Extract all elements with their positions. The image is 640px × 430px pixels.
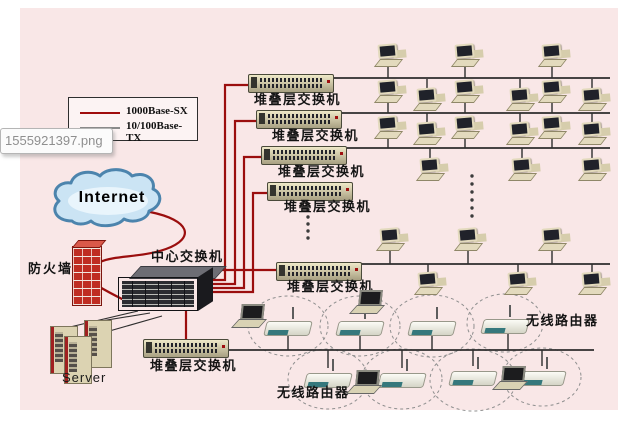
workstation-icon xyxy=(416,158,444,182)
stack-switch-label: 堆叠层交换机 xyxy=(272,128,360,143)
legend-item-1000base-sx: 1000Base-SX xyxy=(126,105,188,117)
stack-switch-icon xyxy=(248,74,334,93)
workstation-icon xyxy=(578,272,606,296)
stack-switch-label: 堆叠层交换机 xyxy=(150,358,238,373)
legend-red-line-sample xyxy=(80,112,120,114)
workstation-icon xyxy=(451,80,479,104)
workstation-icon xyxy=(578,122,606,146)
wireless-router-icon xyxy=(305,359,351,388)
workstation-icon xyxy=(414,272,442,296)
workstation-icon xyxy=(413,122,441,146)
workstation-icon xyxy=(454,228,482,252)
firewall-icon xyxy=(72,246,102,306)
wireless-router-icon xyxy=(450,357,496,386)
stack-switch-label: 堆叠层交换机 xyxy=(254,92,342,107)
stack-switch-icon xyxy=(276,262,362,281)
internet-cloud xyxy=(44,163,176,237)
filename-tooltip: 1555921397.png xyxy=(0,128,113,154)
wireless-router-icon xyxy=(519,357,565,386)
wireless-router-label: 无线路由器 xyxy=(526,313,599,328)
laptop-icon xyxy=(349,370,383,394)
workstation-icon xyxy=(374,80,402,104)
workstation-icon xyxy=(374,116,402,140)
workstation-icon xyxy=(504,272,532,296)
server-label: Server xyxy=(62,370,107,385)
workstation-icon xyxy=(506,88,534,112)
wireless-router-icon xyxy=(337,307,383,336)
core-switch-icon xyxy=(118,266,227,312)
stack-switch-icon xyxy=(267,182,353,201)
laptop-icon xyxy=(234,304,268,328)
workstation-icon xyxy=(538,44,566,68)
wireless-router-icon xyxy=(409,307,455,336)
workstation-icon xyxy=(538,80,566,104)
core-switch-label: 中心交换机 xyxy=(151,249,224,264)
stack-switch-label: 堆叠层交换机 xyxy=(278,164,366,179)
workstation-icon xyxy=(374,44,402,68)
workstation-icon xyxy=(508,158,536,182)
stack-switch-icon xyxy=(261,146,347,165)
wireless-router-icon xyxy=(379,359,425,388)
workstation-icon xyxy=(578,88,606,112)
server-icon xyxy=(64,336,92,384)
wireless-router-icon xyxy=(265,307,311,336)
laptop-icon xyxy=(352,290,386,314)
stack-switch-icon xyxy=(256,110,342,129)
workstation-icon xyxy=(578,158,606,182)
legend: 1000Base-SX 10/100Base-TX xyxy=(68,97,198,144)
cloud-icon xyxy=(53,168,162,228)
wireless-router-label: 无线路由器 xyxy=(277,385,350,400)
workstation-icon xyxy=(451,44,479,68)
laptop-icon xyxy=(495,366,529,390)
firewall-label: 防火墙 xyxy=(28,261,74,276)
stack-switch-icon xyxy=(143,339,229,358)
workstation-icon xyxy=(538,228,566,252)
legend-item-10-100base-tx: 10/100Base-TX xyxy=(126,120,183,144)
workstation-icon xyxy=(451,116,479,140)
wireless-router-icon xyxy=(482,305,528,334)
workstation-icon xyxy=(538,116,566,140)
workstation-icon xyxy=(413,88,441,112)
stack-switch-label: 堆叠层交换机 xyxy=(284,199,372,214)
workstation-icon xyxy=(506,122,534,146)
internet-label: Internet xyxy=(78,189,146,206)
workstation-icon xyxy=(376,228,404,252)
